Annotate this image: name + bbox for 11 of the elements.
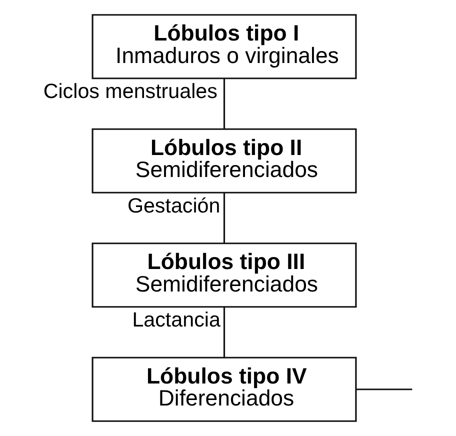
edge-label: Ciclos menstruales [42,80,217,104]
node-box: Lóbulos tipo III Semidiferenciados [91,242,356,308]
connector [222,192,225,244]
connector [356,388,412,390]
connector [222,78,225,129]
node-box: Lóbulos tipo I Inmaduros o virginales [91,14,356,80]
node-box: Lóbulos tipo IV Diferenciados [91,356,356,422]
connector [222,307,225,358]
edge-label: Gestación [126,194,220,218]
edge-label: Lactancia [132,308,220,332]
node-box: Lóbulos tipo II Semidiferenciados [91,128,356,194]
